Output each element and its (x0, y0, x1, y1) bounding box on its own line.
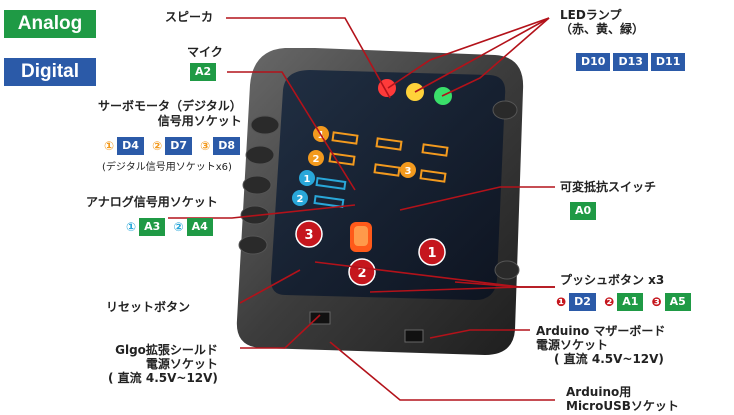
push-marker-2: 2 (348, 258, 376, 286)
mic-label: マイク (187, 45, 223, 59)
analog-socket-title: アナログ信号用ソケット (86, 195, 218, 209)
push-pin-a5: A5 (664, 292, 691, 311)
push-marker-1: 1 (418, 238, 446, 266)
servo-num-1: ① (104, 138, 115, 153)
svg-text:1: 1 (304, 174, 311, 185)
push-num-2: ❷ (604, 294, 615, 309)
svg-text:2: 2 (313, 154, 320, 165)
variable-resistor-label: 可変抵抗スイッチ (560, 180, 657, 194)
servo-pin-d7: D7 (165, 136, 193, 155)
servo-socket-outlines (328, 131, 449, 183)
servo-pin-d4: D4 (117, 136, 144, 155)
analog-num-2: ② (173, 219, 184, 234)
reset-button-label: リセットボタン (106, 300, 191, 314)
svg-text:1: 1 (427, 246, 436, 261)
analog-pin-a3: A3 (139, 217, 166, 236)
push-num-1: ❶ (556, 294, 567, 309)
digital-legend: Digital (4, 58, 96, 86)
cyan-marker-2: 2 (292, 190, 308, 206)
servo-note: (デジタル信号用ソケットx6) (102, 162, 232, 173)
push-num-3: ❸ (651, 294, 662, 309)
orange-marker-2: 2 (308, 150, 324, 166)
push-marker-3: 3 (295, 220, 323, 248)
servo-title: サーボモータ（デジタル） 信号用ソケット (98, 99, 242, 128)
svg-text:2: 2 (357, 266, 366, 281)
power-socket (404, 329, 424, 343)
usb-socket-label: Arduino用 MicroUSBソケット (566, 385, 679, 413)
orange-marker-3: 3 (400, 162, 416, 178)
variable-resistor-pin: A0 (570, 202, 597, 220)
cyan-marker-1: 1 (299, 170, 315, 186)
svg-text:3: 3 (405, 166, 412, 177)
svg-text:3: 3 (304, 228, 313, 243)
motherboard-power-label: Arduino マザーボード 電源ソケット ( 直流 4.5V~12V) (536, 324, 666, 366)
analog-socket-outlines (313, 176, 347, 209)
servo-pin-d8: D8 (213, 136, 241, 155)
analog-num-1: ① (126, 219, 137, 234)
servo-num-3: ③ (200, 138, 211, 153)
analog-legend: Analog (4, 10, 96, 38)
push-button-label: プッシュボタン x3 (560, 273, 665, 287)
variable-resistor-knob (350, 222, 372, 252)
led-pin-d11: D11 (650, 52, 686, 71)
servo-num-2: ② (152, 138, 163, 153)
glgo-power-label: Glgo拡張シールド 電源ソケット ( 直流 4.5V~12V) (108, 343, 218, 385)
usb-socket (309, 311, 331, 325)
push-pin-d2: D2 (569, 292, 596, 311)
led-pin-d10: D10 (576, 52, 611, 71)
analog-pin-a4: A4 (186, 217, 213, 236)
push-pin-a1: A1 (617, 292, 644, 311)
mic-pin-chip: A2 (190, 63, 217, 81)
speaker-label: スピーカ (165, 10, 214, 24)
svg-text:2: 2 (297, 194, 304, 205)
led-pin-d13: D13 (613, 52, 648, 71)
led-label: LEDランプ （赤、黄、緑） (560, 8, 645, 36)
